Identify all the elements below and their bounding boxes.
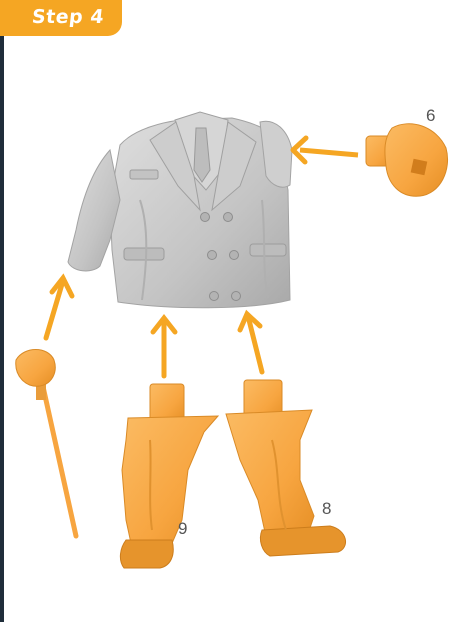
part-number-6: 6 [426, 106, 435, 126]
part-number-8: 8 [322, 499, 331, 519]
left-leg-part [120, 384, 218, 568]
cane-part [16, 350, 76, 537]
part-number-9: 9 [178, 519, 187, 539]
jacket-torso [68, 112, 292, 308]
arrow-hand-to-sleeve [300, 150, 358, 155]
right-hand-part [366, 124, 448, 196]
right-leg-part [226, 380, 346, 556]
